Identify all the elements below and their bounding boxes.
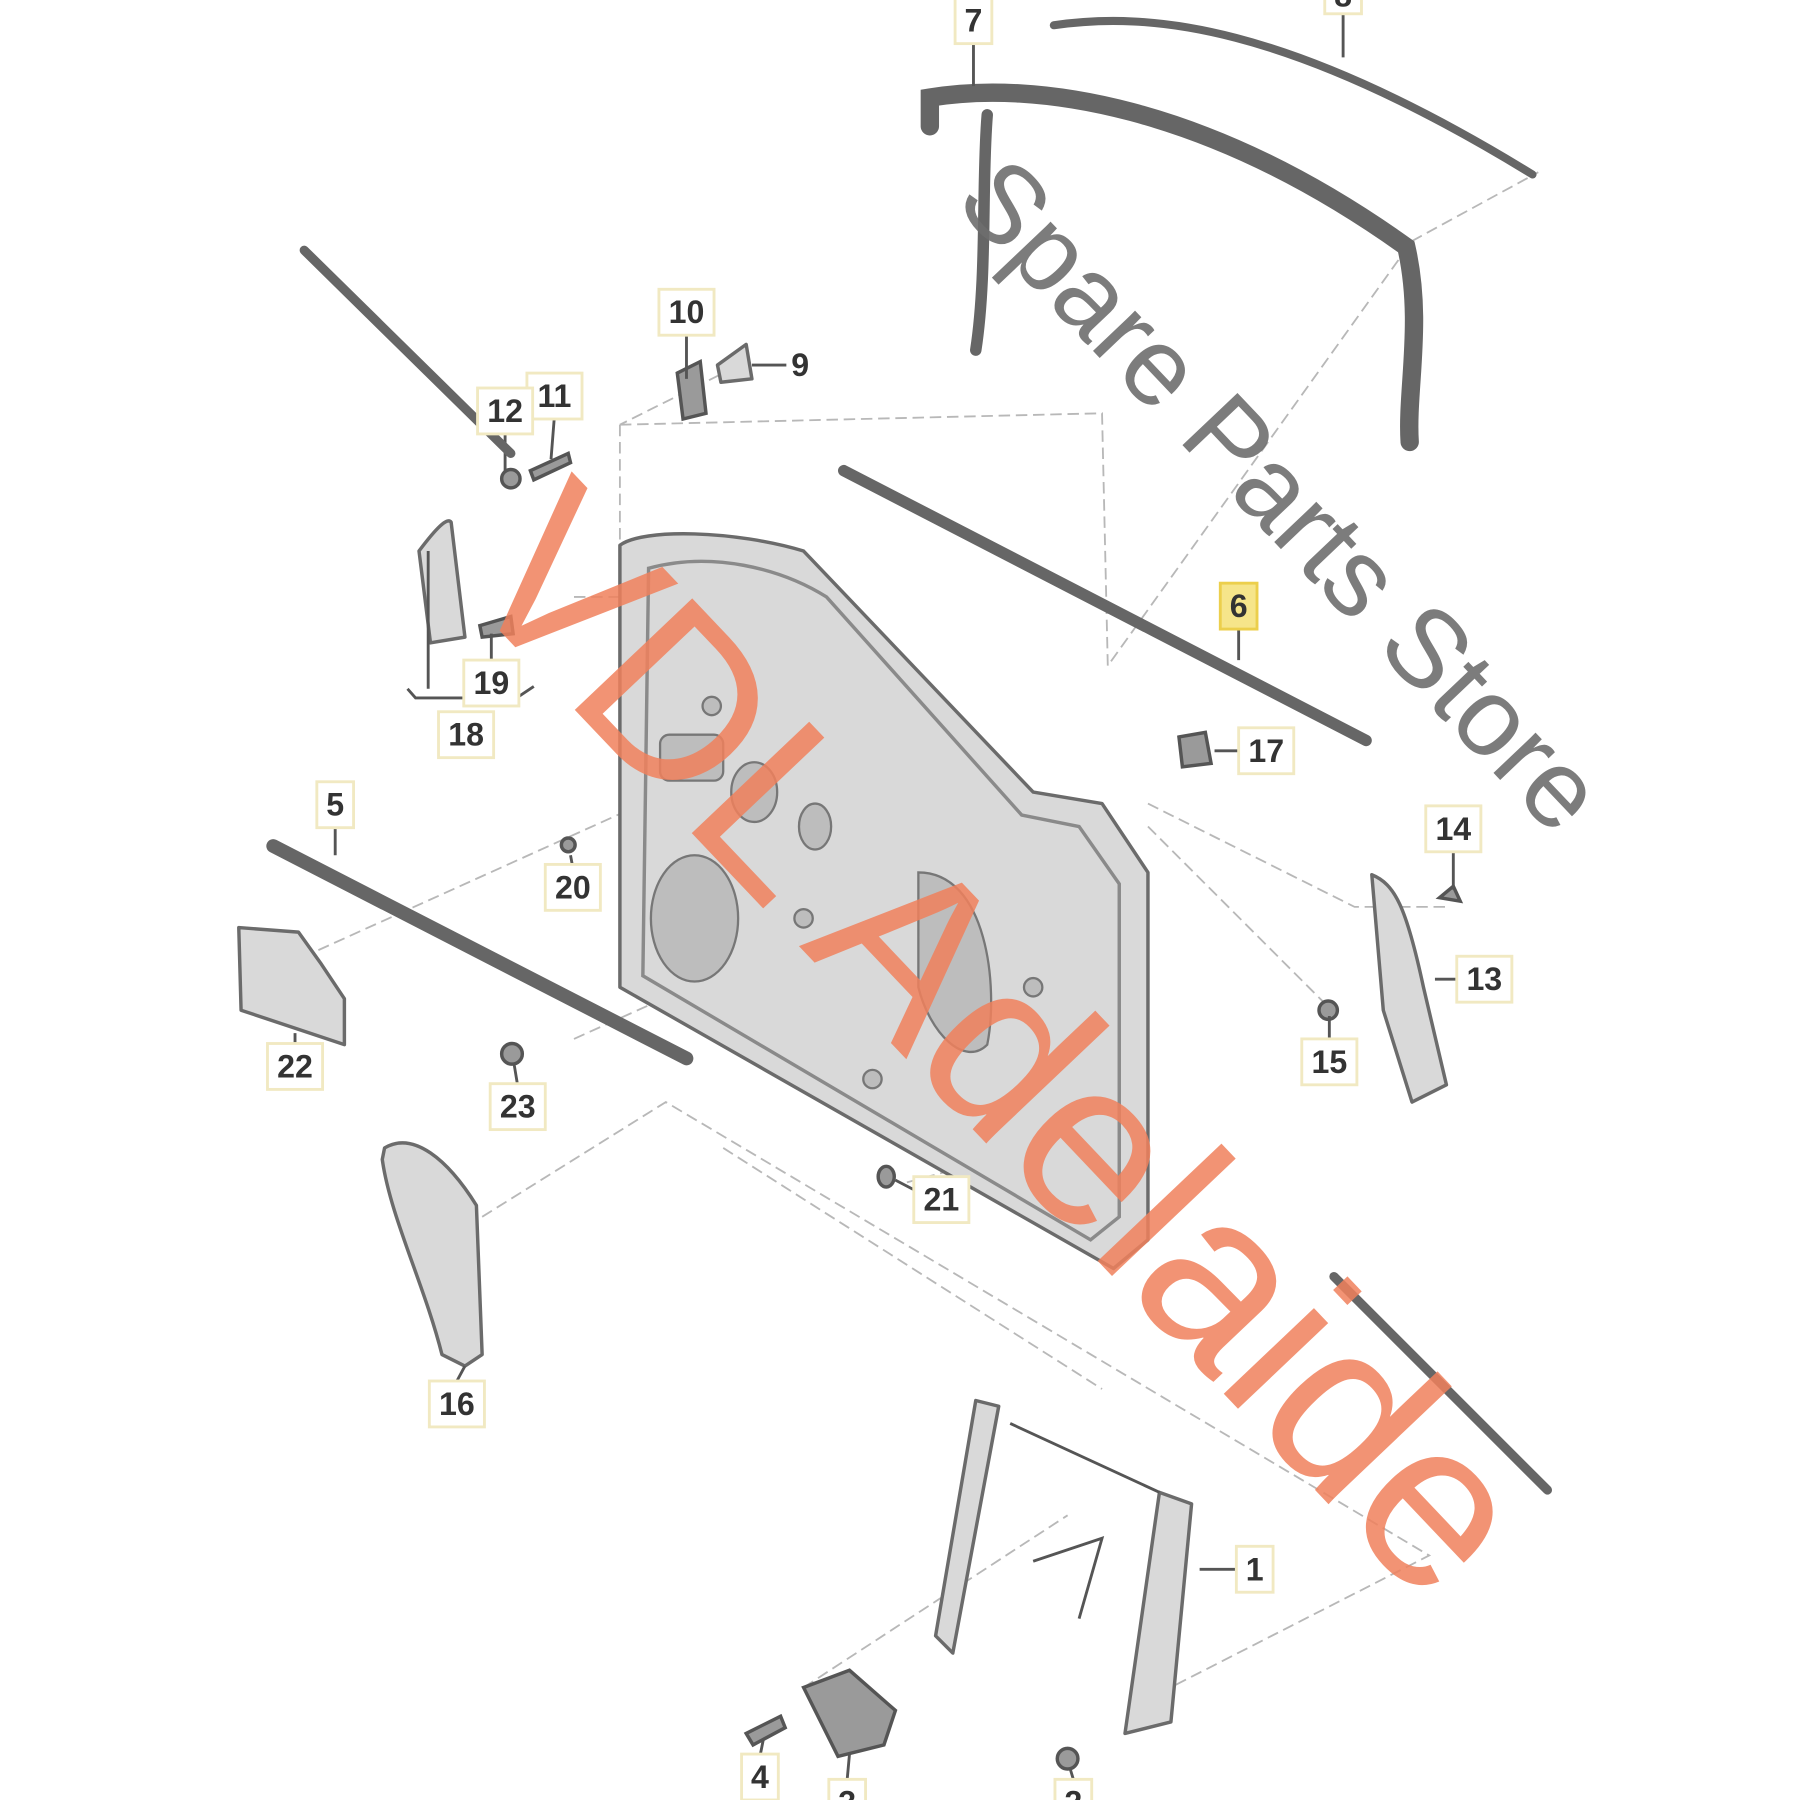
svg-text:15: 15 bbox=[1311, 1044, 1347, 1080]
callout-17: 17 bbox=[1237, 726, 1296, 776]
door-shell bbox=[618, 532, 1150, 1271]
part-2-nut bbox=[1055, 1746, 1080, 1771]
svg-text:23: 23 bbox=[500, 1089, 536, 1125]
callout-7: 7 bbox=[953, 0, 994, 46]
callout-8: 8 bbox=[1323, 0, 1363, 16]
callout-13: 13 bbox=[1455, 954, 1514, 1004]
svg-text:2: 2 bbox=[1064, 1784, 1082, 1800]
svg-text:16: 16 bbox=[439, 1386, 475, 1422]
svg-text:22: 22 bbox=[277, 1048, 313, 1084]
part-20-plug bbox=[559, 836, 577, 854]
door-inner-frame bbox=[641, 559, 1121, 1242]
part-16-handle-trim bbox=[380, 1141, 484, 1368]
callout-9: 9 bbox=[791, 347, 809, 383]
svg-text:9: 9 bbox=[791, 347, 809, 383]
svg-text:14: 14 bbox=[1435, 811, 1471, 847]
callout-14: 14 bbox=[1424, 804, 1483, 854]
svg-text:17: 17 bbox=[1248, 733, 1284, 769]
part-12-nut bbox=[499, 467, 522, 490]
part-1-regulator-rail-rear bbox=[1123, 1490, 1194, 1736]
callout-1: 1 bbox=[1234, 1544, 1275, 1594]
svg-text:1: 1 bbox=[1246, 1551, 1264, 1587]
part-10-clip bbox=[675, 358, 708, 422]
svg-text:4: 4 bbox=[751, 1759, 769, 1795]
callout-10: 10 bbox=[657, 287, 716, 337]
small-parts bbox=[237, 342, 1464, 1771]
svg-text:13: 13 bbox=[1466, 961, 1502, 997]
callout-labels: 1 2 3 4 5 6 7 8 9 10 11 12 13 14 15 16 1… bbox=[266, 0, 1514, 1800]
svg-text:18: 18 bbox=[448, 717, 484, 753]
part-17-bracket bbox=[1177, 730, 1214, 769]
part-1-cables bbox=[1009, 1422, 1161, 1620]
svg-text:12: 12 bbox=[487, 393, 523, 429]
svg-text:7: 7 bbox=[965, 3, 983, 39]
part-9-bracket bbox=[715, 342, 754, 384]
door-cutouts bbox=[649, 695, 1044, 1090]
callout-15: 15 bbox=[1300, 1037, 1359, 1087]
callout-2: 2 bbox=[1053, 1777, 1094, 1800]
watermark-bar-bottom bbox=[1329, 1271, 1553, 1495]
callout-12: 12 bbox=[476, 386, 535, 436]
part-11-screw bbox=[528, 451, 573, 483]
part-14-clip bbox=[1435, 883, 1464, 904]
svg-text:6: 6 bbox=[1230, 588, 1248, 624]
part-6-window-belt-strip bbox=[838, 464, 1372, 747]
svg-text:21: 21 bbox=[923, 1182, 959, 1218]
part-7-front-leg bbox=[970, 109, 993, 356]
callout-23: 23 bbox=[488, 1082, 547, 1132]
part-21-plug bbox=[876, 1164, 896, 1189]
part-23-plug bbox=[499, 1041, 525, 1066]
part-19-clip bbox=[477, 614, 516, 640]
part-7-window-frame-seal bbox=[920, 83, 1424, 452]
callout-19: 19 bbox=[462, 658, 521, 708]
svg-text:3: 3 bbox=[838, 1784, 856, 1800]
callout-6: 6 bbox=[1218, 581, 1259, 631]
part-3-motor bbox=[801, 1668, 898, 1759]
svg-text:8: 8 bbox=[1334, 0, 1352, 13]
svg-text:20: 20 bbox=[555, 869, 591, 905]
callout-18: 18 bbox=[437, 710, 496, 760]
part-1-regulator-rail-front bbox=[933, 1398, 1001, 1655]
callout-21: 21 bbox=[912, 1175, 971, 1225]
callout-4: 4 bbox=[740, 1752, 780, 1800]
callout-16: 16 bbox=[427, 1379, 486, 1429]
part-4-screw bbox=[743, 1713, 788, 1748]
part-18-mirror-cover bbox=[417, 519, 467, 645]
callout-5: 5 bbox=[315, 780, 356, 830]
callout-22: 22 bbox=[266, 1042, 325, 1091]
svg-text:19: 19 bbox=[473, 665, 509, 701]
callout-20: 20 bbox=[543, 862, 602, 912]
part-5-inner-belt-strip bbox=[266, 839, 694, 1066]
svg-text:11: 11 bbox=[537, 378, 571, 414]
svg-text:5: 5 bbox=[326, 787, 344, 823]
svg-text:10: 10 bbox=[669, 294, 705, 330]
part-13-trim bbox=[1370, 873, 1449, 1104]
callout-11: 11 bbox=[525, 371, 584, 421]
part-22-cover bbox=[237, 925, 347, 1047]
watermark: VDL Adelaide Spare Parts Store bbox=[299, 135, 1627, 1645]
callout-3: 3 bbox=[827, 1777, 867, 1800]
part-8-outer-frame-seal bbox=[1049, 16, 1537, 179]
